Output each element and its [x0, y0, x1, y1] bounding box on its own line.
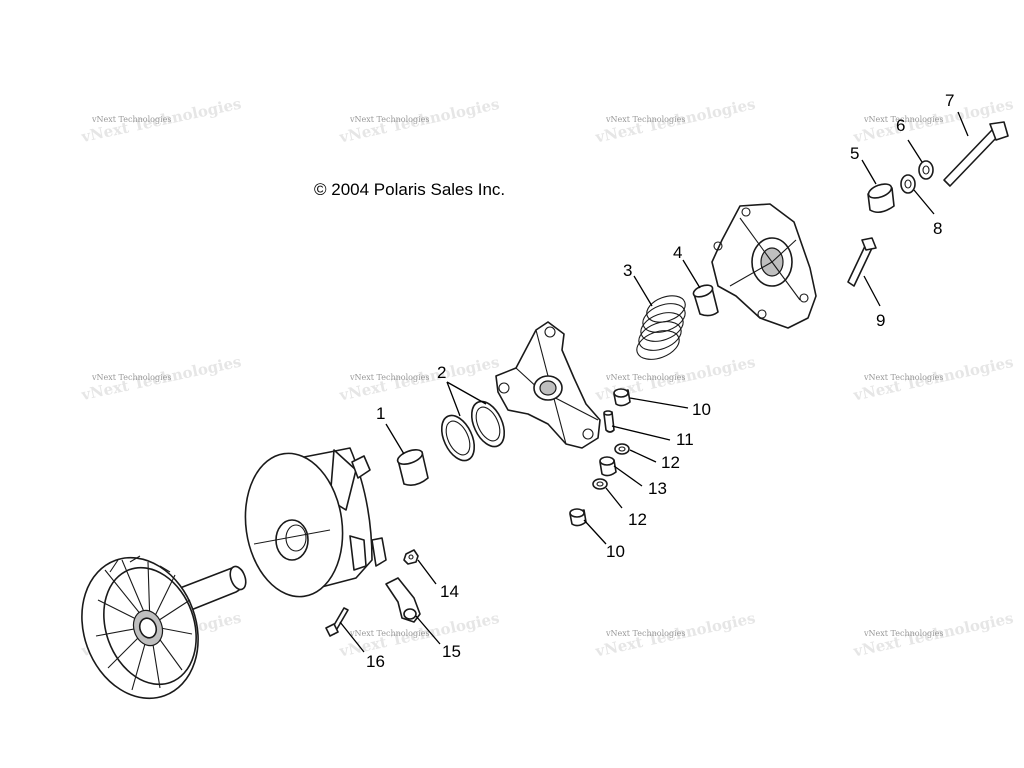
svg-text:vNext Technologies: vNext Technologies [91, 373, 171, 382]
part-10-roller-upper [613, 388, 631, 407]
callout-11: 11 [676, 430, 694, 449]
part-10-roller-lower [569, 508, 587, 527]
callout-8: 8 [933, 219, 942, 238]
svg-text:vNext Technologies: vNext Technologies [349, 373, 429, 382]
callout-6: 6 [896, 116, 905, 135]
moveable-sheave [244, 447, 387, 598]
fixed-sheave-fan [81, 555, 247, 700]
callout-9: 9 [876, 311, 885, 330]
callout-12-upper: 12 [661, 453, 680, 472]
part-13-bushing [599, 456, 617, 477]
part-11-pin [603, 410, 615, 433]
callout-4: 4 [673, 243, 682, 262]
svg-text:vNext Technologies: vNext Technologies [605, 115, 685, 124]
part-14-nut [403, 549, 419, 565]
part-16-bolt [325, 607, 349, 637]
svg-text:vNext Technologies: vNext Technologies [349, 115, 429, 124]
callout-10-lower: 10 [606, 542, 625, 561]
part-3-spring [636, 295, 686, 360]
part-12-washer-lower [592, 478, 608, 490]
part-12-washer-upper [614, 443, 630, 455]
callout-16: 16 [366, 652, 385, 671]
part-6-washer [918, 160, 934, 180]
svg-text:vNext Technologies: vNext Technologies [863, 115, 943, 124]
spider [495, 321, 601, 449]
part-15-weight [385, 577, 421, 623]
part-1-bushing [396, 449, 429, 486]
svg-text:vNext Technologies: vNext Technologies [91, 115, 171, 124]
callout-14: 14 [440, 582, 459, 601]
callout-1: 1 [376, 404, 385, 423]
part-2-washers [440, 400, 506, 462]
callout-2: 2 [437, 363, 446, 382]
svg-text:vNext Technologies: vNext Technologies [863, 629, 943, 638]
callout-7: 7 [945, 91, 954, 110]
part-7-bolt [943, 121, 1009, 187]
svg-text:vNext Technologies: vNext Technologies [605, 373, 685, 382]
callout-15: 15 [442, 642, 461, 661]
callout-12-lower: 12 [628, 510, 647, 529]
callout-5: 5 [850, 144, 859, 163]
callouts: 1 2 3 4 5 6 7 8 9 10 11 12 13 12 10 14 1… [366, 91, 954, 671]
svg-text:vNext Technologies: vNext Technologies [863, 373, 943, 382]
part-4-bushing [692, 284, 719, 317]
svg-text:vNext Technologies: vNext Technologies [349, 629, 429, 638]
part-5-bushing [867, 183, 895, 214]
clutch-cover [711, 203, 817, 329]
callout-3: 3 [623, 261, 632, 280]
part-9-screw [847, 237, 877, 287]
leader-lines [339, 111, 969, 653]
copyright-notice: © 2004 Polaris Sales Inc. [314, 180, 505, 199]
part-8-washer [900, 174, 916, 194]
callout-10-upper: 10 [692, 400, 711, 419]
callout-13: 13 [648, 479, 667, 498]
svg-text:vNext Technologies: vNext Technologies [605, 629, 685, 638]
